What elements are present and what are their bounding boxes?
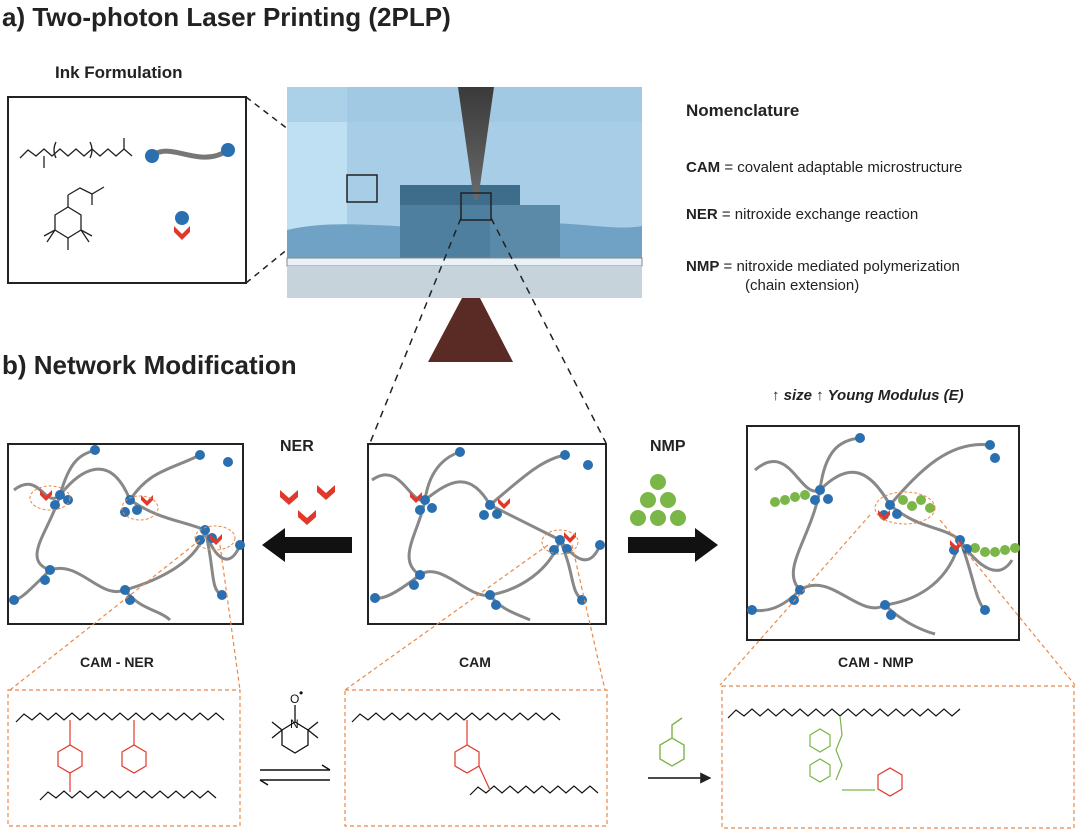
arrow-to-ner <box>262 528 352 562</box>
printing-scene <box>286 87 643 298</box>
styrene-structure <box>659 717 685 767</box>
abbr-cam: CAM <box>686 159 721 176</box>
chem-box-ner <box>7 689 241 827</box>
abbr-nmp: NMP <box>686 258 720 275</box>
def-ner: = nitroxide exchange reaction <box>721 206 919 223</box>
svg-text:•: • <box>299 686 303 700</box>
nmp-label: NMP <box>650 438 686 455</box>
nomenclature-ner: NER = nitroxide exchange reaction <box>686 206 918 224</box>
nitroxide-symbol <box>174 211 190 240</box>
zoom-square-cube <box>460 192 492 221</box>
laser-beam <box>458 87 494 200</box>
def-nmp: = nitroxide mediated polymerization <box>723 258 960 275</box>
tempo-structure <box>271 705 319 754</box>
zoom-square-ink <box>346 174 378 203</box>
panel-label-cam-nmp: CAM - NMP <box>838 654 914 670</box>
def-cam: = covalent adaptable microstructure <box>724 159 963 176</box>
objective-lens <box>428 298 513 362</box>
diacrylate-structure <box>19 138 133 168</box>
ner-reagent-symbols <box>280 485 335 525</box>
nomenclature-cam: CAM = covalent adaptable microstructure <box>686 159 962 177</box>
svg-text:O: O <box>290 692 299 706</box>
panel-cam-nmp <box>746 425 1020 641</box>
nmp-reagent-symbols <box>630 474 686 526</box>
equilibrium-arrows <box>259 764 331 786</box>
ink-formulation-title: Ink Formulation <box>55 63 183 82</box>
panel-label-cam: CAM <box>459 654 491 670</box>
abbr-ner: NER <box>686 206 718 223</box>
nomenclature-nmp: NMP = nitroxide mediated polymerization <box>686 258 960 276</box>
section-a-title: a) Two-photon Laser Printing (2PLP) <box>2 2 451 32</box>
svg-text:N: N <box>290 717 299 731</box>
chem-box-cam <box>344 689 608 827</box>
crosslinker-symbol <box>145 143 235 163</box>
ner-label: NER <box>280 438 314 455</box>
nomenclature-title: Nomenclature <box>686 101 800 120</box>
section-b-title: b) Network Modification <box>2 350 297 380</box>
properties-label: ↑ size ↑ Young Modulus (E) <box>772 387 964 404</box>
ink-formulation-box <box>7 96 247 284</box>
chem-box-nmp <box>721 685 1075 829</box>
nomenclature-nmp-extra: (chain extension) <box>745 277 860 294</box>
panel-cam <box>367 443 607 625</box>
arrow-to-nmp <box>628 528 718 562</box>
panel-label-cam-ner: CAM - NER <box>80 654 154 670</box>
tempo-methacrylate-structure <box>43 186 105 250</box>
panel-cam-ner <box>7 443 245 625</box>
